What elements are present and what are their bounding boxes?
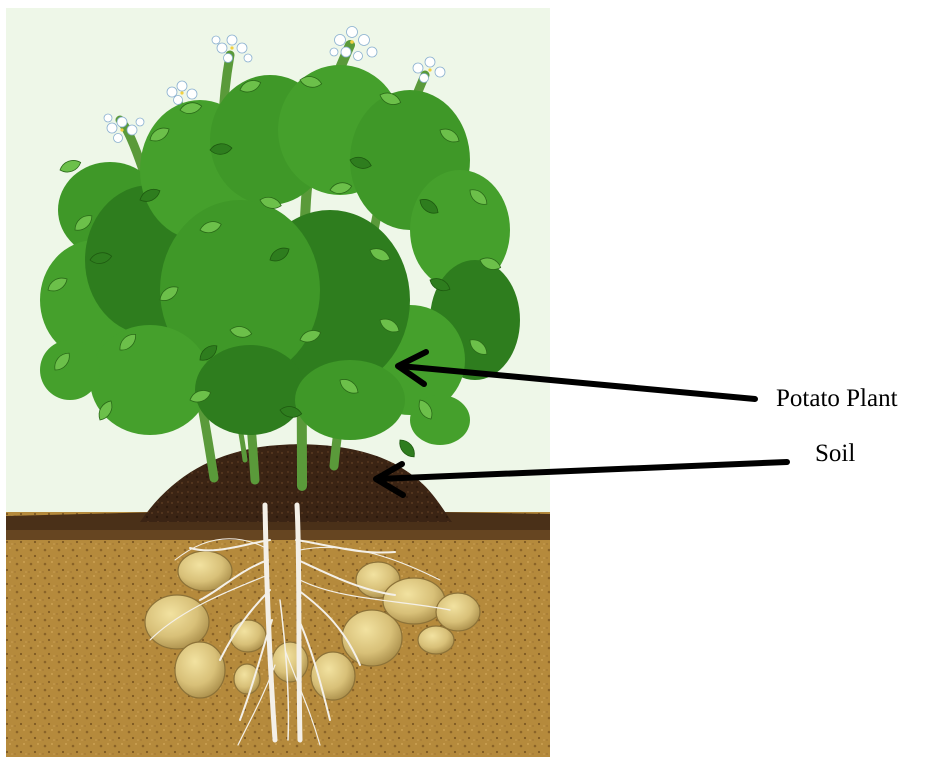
soil-label: Soil [815, 441, 855, 466]
potato [175, 642, 225, 698]
potato-plant-label: Potato Plant [776, 386, 898, 411]
potato [145, 595, 209, 649]
potato [234, 664, 260, 694]
potato [436, 593, 480, 631]
potato [230, 620, 266, 652]
potato [418, 626, 454, 654]
